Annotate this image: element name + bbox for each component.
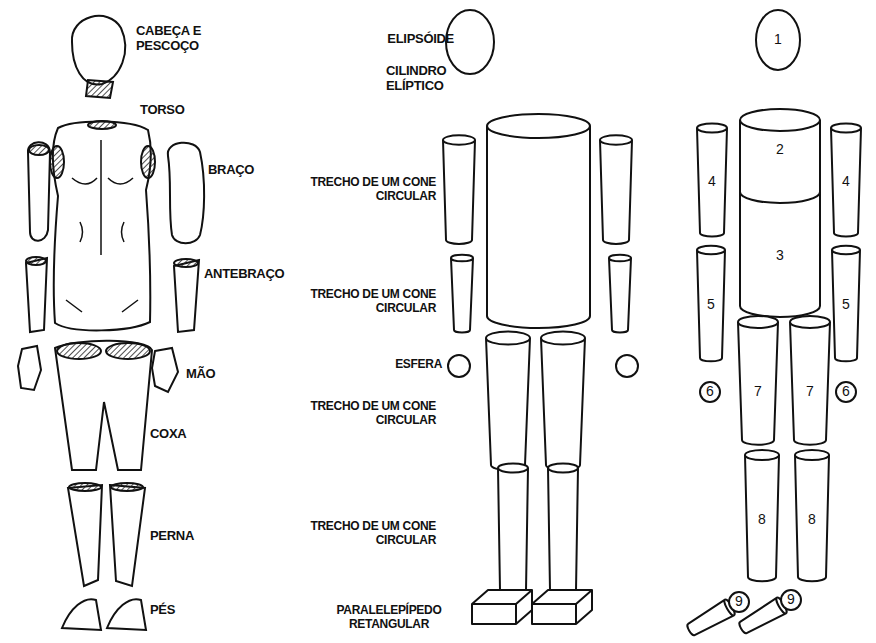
cone-section <box>790 316 830 445</box>
callout-number: 4 <box>835 173 857 189</box>
foot-end <box>781 590 801 610</box>
hand-sketch <box>18 346 41 390</box>
shape-label: TRECHO DE UM CONE CIRCULAR <box>300 400 436 428</box>
leg-sketch <box>68 485 102 586</box>
shape-label: ELIPSÓIDE <box>362 32 454 47</box>
shape-label: TRECHO DE UM CONE CIRCULAR <box>300 288 436 316</box>
joint-hatch <box>69 483 101 491</box>
cone-section <box>831 124 861 237</box>
band-line <box>740 192 820 203</box>
neck-sketch <box>86 80 113 98</box>
joint-hatch <box>57 343 101 359</box>
callout-number: 4 <box>701 173 723 189</box>
part-label: BRAÇO <box>208 163 272 178</box>
callout-number: 8 <box>751 511 773 527</box>
foot-sketch <box>107 599 146 630</box>
shape-label: ESFERA <box>370 358 442 372</box>
callout-number: 5 <box>835 296 857 312</box>
callout-number: 8 <box>801 511 823 527</box>
cone-section <box>548 464 578 594</box>
elliptic-cylinder <box>487 114 590 328</box>
cone-section <box>832 246 860 361</box>
upper-arm-sketch <box>28 142 50 241</box>
cone-section <box>795 450 829 581</box>
sphere <box>700 382 720 402</box>
sphere <box>836 382 856 402</box>
callout-number: 9 <box>728 593 750 609</box>
forearm-sketch <box>26 258 47 332</box>
joint-hatch <box>50 146 64 178</box>
cone-section <box>541 331 585 470</box>
leg-sketch <box>110 485 145 586</box>
shape-label: TRECHO DE UM CONE CIRCULAR <box>300 520 436 548</box>
part-label: COXA <box>150 427 206 442</box>
cone-section <box>697 124 727 237</box>
cone-section <box>486 331 530 470</box>
cone-section <box>443 135 475 244</box>
part-label: ANTEBRAÇO <box>204 267 300 282</box>
ellipsoid <box>756 10 800 70</box>
forearm-sketch <box>174 260 199 332</box>
upper-arm-sketch <box>168 143 204 244</box>
callout-number: 5 <box>700 296 722 312</box>
cone-section <box>600 135 632 244</box>
hand-sketch <box>152 348 178 392</box>
cone-section <box>738 316 778 445</box>
callout-number: 7 <box>799 383 821 399</box>
callout-number: 9 <box>780 591 802 607</box>
callout-number: 1 <box>767 31 789 47</box>
joint-hatch <box>88 121 116 129</box>
cone-section <box>451 255 473 333</box>
rectangular-box <box>472 590 532 624</box>
shape-label: PARALELEPÍPEDO RETANGULAR <box>314 604 464 632</box>
joint-hatch <box>29 145 49 155</box>
joint-hatch <box>141 146 155 178</box>
part-label: PERNA <box>150 529 214 544</box>
joint-hatch <box>106 343 150 359</box>
cone-section <box>498 464 528 594</box>
callout-number: 3 <box>769 247 791 263</box>
part-label: TORSO <box>140 103 200 118</box>
callout-number: 6 <box>835 383 857 399</box>
elliptic-cylinder <box>740 109 820 317</box>
foot-end <box>729 592 749 612</box>
joint-hatch <box>174 259 198 267</box>
cone-section <box>697 246 725 361</box>
shape-label: TRECHO DE UM CONE CIRCULAR <box>300 176 436 204</box>
torso-sketch <box>53 121 151 330</box>
sphere <box>616 355 638 377</box>
head-sketch <box>72 16 125 85</box>
rectangular-box <box>532 590 592 624</box>
part-label: MÃO <box>186 367 230 382</box>
joint-hatch <box>26 257 46 265</box>
foot-sketch <box>62 599 101 630</box>
cone-section <box>745 450 779 581</box>
callout-number: 6 <box>699 383 721 399</box>
sphere <box>448 355 470 377</box>
callout-number: 7 <box>747 383 769 399</box>
callout-number: 2 <box>769 141 791 157</box>
joint-hatch <box>111 483 143 491</box>
part-label: PÉS <box>150 603 194 618</box>
torso-detail <box>66 140 138 312</box>
thigh-sketch <box>55 341 152 470</box>
shape-label: CILINDRO ELÍPTICO <box>386 64 470 94</box>
cone-section <box>609 255 631 333</box>
part-label: CABEÇA E PESCOÇO <box>136 24 220 54</box>
